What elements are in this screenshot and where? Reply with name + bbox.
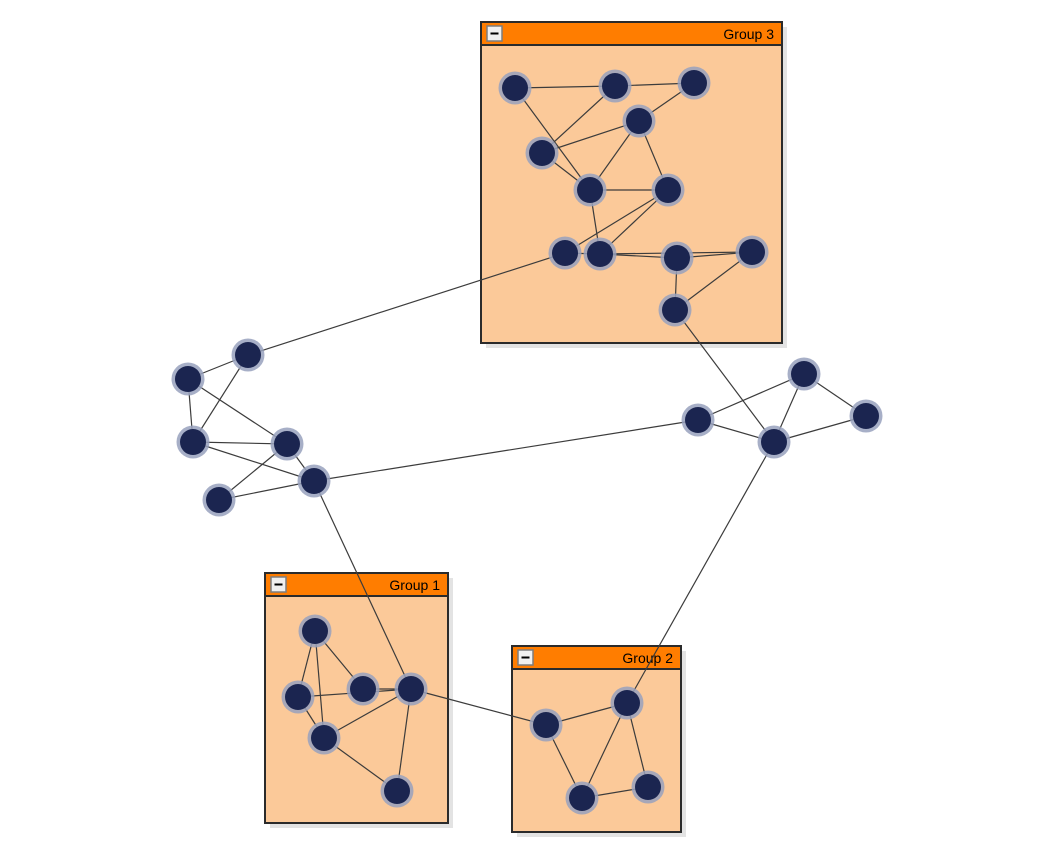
graph-node-u3[interactable] <box>176 425 210 459</box>
node-core <box>175 366 201 392</box>
graph-node-u9[interactable] <box>757 425 791 459</box>
node-core <box>791 361 817 387</box>
node-core <box>739 239 765 265</box>
graph-node-g2n2[interactable] <box>610 686 644 720</box>
graph-node-g1n6[interactable] <box>380 774 414 808</box>
edge-g2n2-g2n3 <box>581 702 628 799</box>
edge-u1-u3 <box>192 354 249 443</box>
group-body[interactable] <box>480 21 783 344</box>
graph-node-g3n5[interactable] <box>525 136 559 170</box>
graph-node-g3n8[interactable] <box>548 236 582 270</box>
graph-node-u5[interactable] <box>297 464 331 498</box>
graph-node-u6[interactable] <box>202 483 236 517</box>
graph-node-g2n4[interactable] <box>631 770 665 804</box>
node-core <box>635 774 661 800</box>
node-core <box>529 140 555 166</box>
graph-node-g3n12[interactable] <box>658 293 692 327</box>
edge-u5-g1n4 <box>313 480 412 690</box>
graph-node-g3n3[interactable] <box>677 66 711 100</box>
node-core <box>301 468 327 494</box>
node-core <box>533 712 559 738</box>
graph-node-g2n1[interactable] <box>529 708 563 742</box>
edge-u9-g2n2 <box>626 441 775 704</box>
edge-g1n5-g1n4 <box>323 688 412 739</box>
node-core <box>311 725 337 751</box>
edge-u2-u4 <box>187 378 288 445</box>
graph-node-g2n3[interactable] <box>565 781 599 815</box>
node-core <box>384 778 410 804</box>
graph-node-g3n9[interactable] <box>583 237 617 271</box>
group-box-group3: Group 3 <box>480 21 787 348</box>
edge-g1n1-g1n5 <box>314 630 325 739</box>
graph-node-u10[interactable] <box>849 399 883 433</box>
graph-node-g3n2[interactable] <box>598 69 632 103</box>
node-core <box>302 618 328 644</box>
node-core <box>664 245 690 271</box>
node-core <box>235 342 261 368</box>
group-title: Group 2 <box>622 650 673 666</box>
graph-node-u4[interactable] <box>270 427 304 461</box>
graph-node-g1n5[interactable] <box>307 721 341 755</box>
graph-node-u8[interactable] <box>681 403 715 437</box>
edge-g3n7-g3n8 <box>564 189 669 254</box>
node-core <box>662 297 688 323</box>
graph-node-u1[interactable] <box>231 338 265 372</box>
node-core <box>206 487 232 513</box>
node-core <box>853 403 879 429</box>
node-core <box>180 429 206 455</box>
node-core <box>685 407 711 433</box>
node-core <box>602 73 628 99</box>
node-core <box>502 75 528 101</box>
nodes-layer <box>171 66 883 815</box>
node-core <box>626 108 652 134</box>
node-core <box>655 177 681 203</box>
graph-node-u2[interactable] <box>171 362 205 396</box>
group-box-group2: Group 2 <box>511 645 686 837</box>
node-core <box>587 241 613 267</box>
group-titlebar[interactable] <box>480 21 783 46</box>
graph-node-g1n1[interactable] <box>298 614 332 648</box>
node-core <box>350 676 376 702</box>
edge-g1n4-g1n6 <box>396 688 412 792</box>
graph-node-g3n7[interactable] <box>651 173 685 207</box>
node-core <box>761 429 787 455</box>
node-core <box>681 70 707 96</box>
node-core <box>552 240 578 266</box>
group-titlebar[interactable] <box>511 645 682 670</box>
graph-node-g1n2[interactable] <box>281 680 315 714</box>
graph-node-g3n6[interactable] <box>573 173 607 207</box>
node-core <box>398 676 424 702</box>
node-core <box>285 684 311 710</box>
edge-g1n4-g2n1 <box>410 688 547 726</box>
graph-node-g3n4[interactable] <box>622 104 656 138</box>
edge-g3n1-g3n2 <box>514 85 616 89</box>
node-core <box>577 177 603 203</box>
graph-node-g1n4[interactable] <box>394 672 428 706</box>
graph-node-g3n11[interactable] <box>735 235 769 269</box>
edge-g3n1-g3n6 <box>514 87 591 191</box>
group-title: Group 3 <box>723 26 774 42</box>
graph-node-u7[interactable] <box>787 357 821 391</box>
edge-u1-g3n8 <box>247 252 566 356</box>
node-core <box>274 431 300 457</box>
edge-u5-u8 <box>313 419 699 482</box>
graph-node-g3n1[interactable] <box>498 71 532 105</box>
node-core <box>614 690 640 716</box>
edge-g3n12-u9 <box>674 309 775 443</box>
node-core <box>569 785 595 811</box>
group-title: Group 1 <box>389 577 440 593</box>
graph-node-g3n10[interactable] <box>660 241 694 275</box>
edge-u3-u5 <box>192 441 315 482</box>
edge-u8-u7 <box>697 373 805 421</box>
graph-node-g1n3[interactable] <box>346 672 380 706</box>
